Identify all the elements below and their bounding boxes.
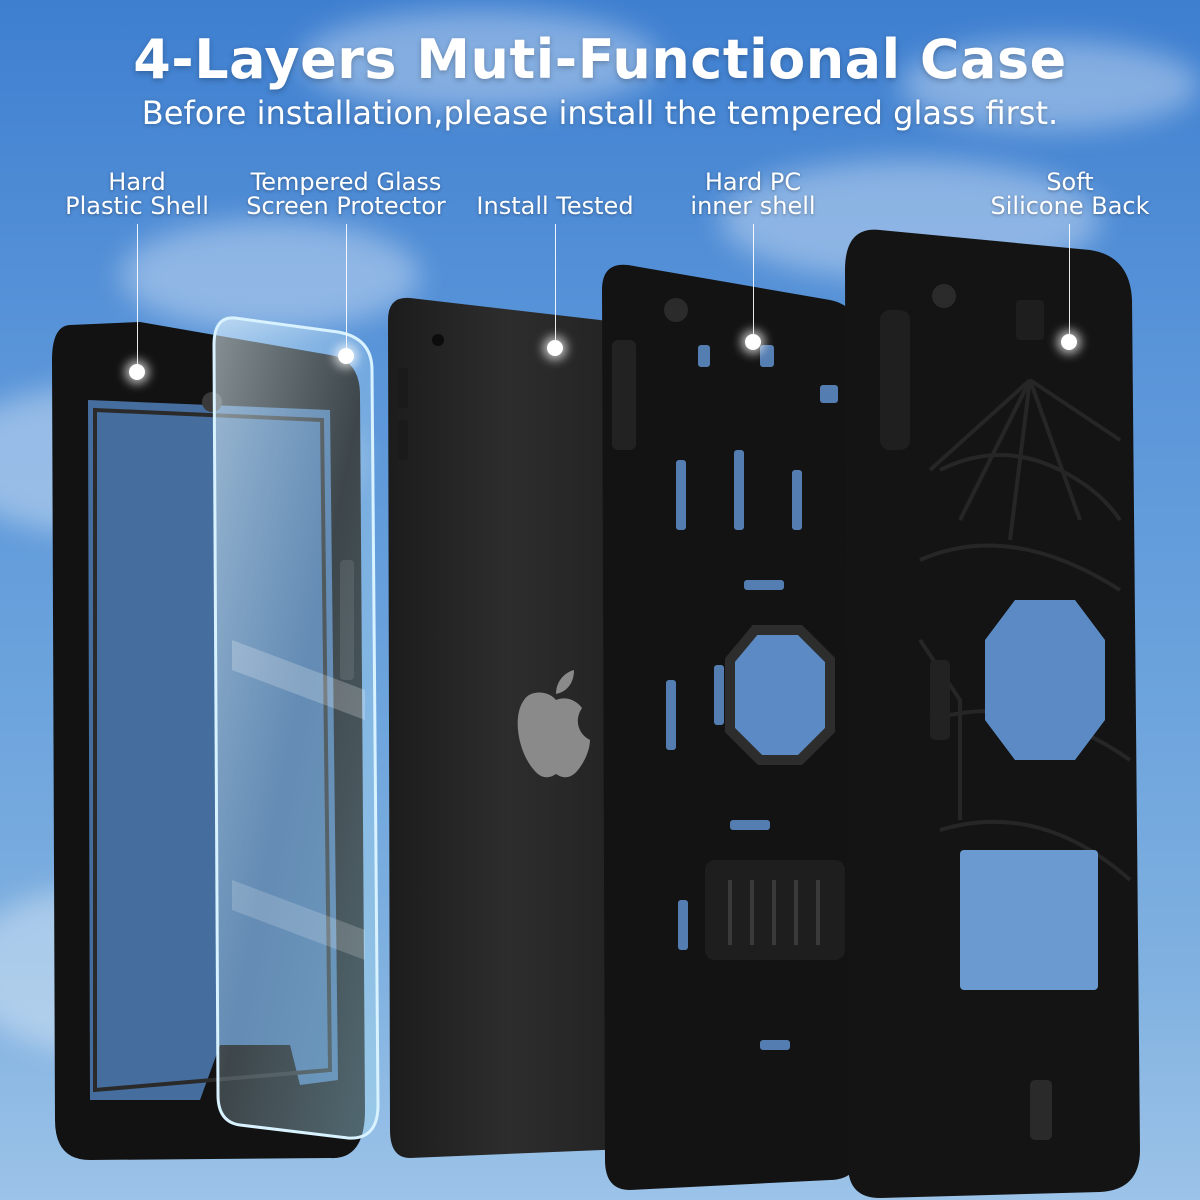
- cloud: [120, 220, 420, 330]
- soft-silicone-back: [845, 229, 1140, 1199]
- callout-line2: Silicone Back: [990, 192, 1150, 220]
- callout-line1: [470, 170, 640, 194]
- callout-line1: Hard: [108, 168, 166, 196]
- page-subtitle: Before installation,please install the t…: [141, 94, 1059, 132]
- tablet-camera-icon: [432, 334, 444, 346]
- callout-dot: [338, 348, 354, 364]
- cloud: [900, 40, 1200, 130]
- callout-dot: [745, 334, 761, 350]
- callout-dot: [547, 340, 563, 356]
- callout-dot: [1061, 334, 1077, 350]
- callout-line1: Soft: [1046, 168, 1094, 196]
- callout-hard-pc-inner-shell: Hard PC inner shell: [680, 170, 826, 218]
- callout-line2: Screen Protector: [246, 192, 446, 220]
- hard-pc-inner-shell: [602, 264, 862, 1190]
- callout-leader: [346, 224, 347, 352]
- callout-leader: [137, 224, 138, 370]
- callout-leader: [753, 224, 754, 336]
- cloud: [300, 10, 660, 110]
- callout-dot: [129, 364, 145, 380]
- callout-line2: inner shell: [690, 192, 816, 220]
- callout-line2: Install Tested: [476, 192, 634, 220]
- page-title: 4-Layers Muti-Functional Case: [133, 28, 1067, 91]
- callout-install-tested: Install Tested: [470, 170, 640, 218]
- callout-soft-silicone-back: Soft Silicone Back: [985, 170, 1155, 218]
- callout-line1: Hard PC: [704, 168, 802, 196]
- callout-tempered-glass: Tempered Glass Screen Protector: [238, 170, 454, 218]
- tablet-device: [388, 297, 630, 1158]
- callout-leader: [555, 224, 556, 344]
- callout-line2: Plastic Shell: [65, 192, 209, 220]
- callout-leader: [1069, 224, 1070, 338]
- callout-hard-plastic-shell: Hard Plastic Shell: [62, 170, 212, 218]
- tempered-glass-protector: [212, 316, 380, 1140]
- callout-line1: Tempered Glass: [250, 168, 442, 196]
- apple-logo-icon: [517, 670, 590, 778]
